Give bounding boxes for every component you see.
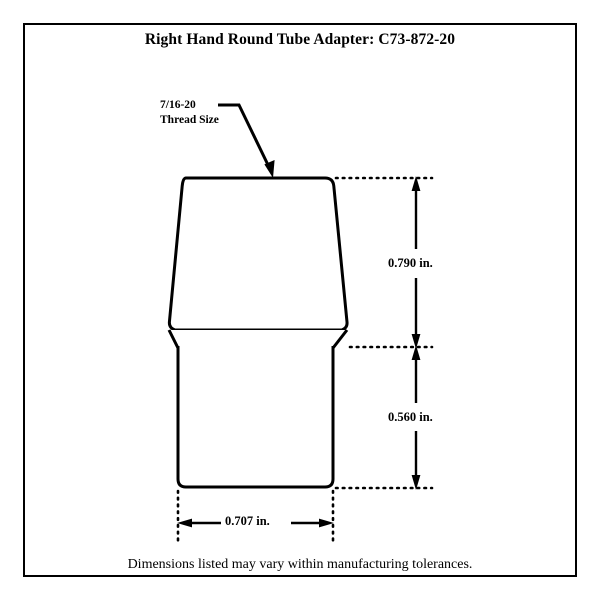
page-title: Right Hand Round Tube Adapter: C73-872-2…: [144, 31, 456, 48]
dimension-label-width: 0.707 in.: [225, 514, 270, 528]
dimension-line-width: [177, 518, 334, 528]
shoulder-chamfer: [167, 329, 349, 350]
callout-leader-line: [218, 103, 275, 178]
dimension-label-height-upper: 0.790 in.: [388, 256, 433, 270]
dimension-line-height-upper: [411, 176, 421, 349]
drawing-border: [23, 23, 577, 577]
round-tube-body-outline: [176, 346, 335, 489]
thread-callout-label: Thread Size: [160, 114, 219, 126]
dimension-line-height-lower: [411, 345, 421, 490]
footer-note: Dimensions listed may vary within manufa…: [127, 557, 473, 572]
tapered-head-outline: [167, 176, 349, 332]
dimension-label-height-lower: 0.560 in.: [388, 410, 433, 424]
thread-callout-size: 7/16-20: [160, 99, 196, 111]
